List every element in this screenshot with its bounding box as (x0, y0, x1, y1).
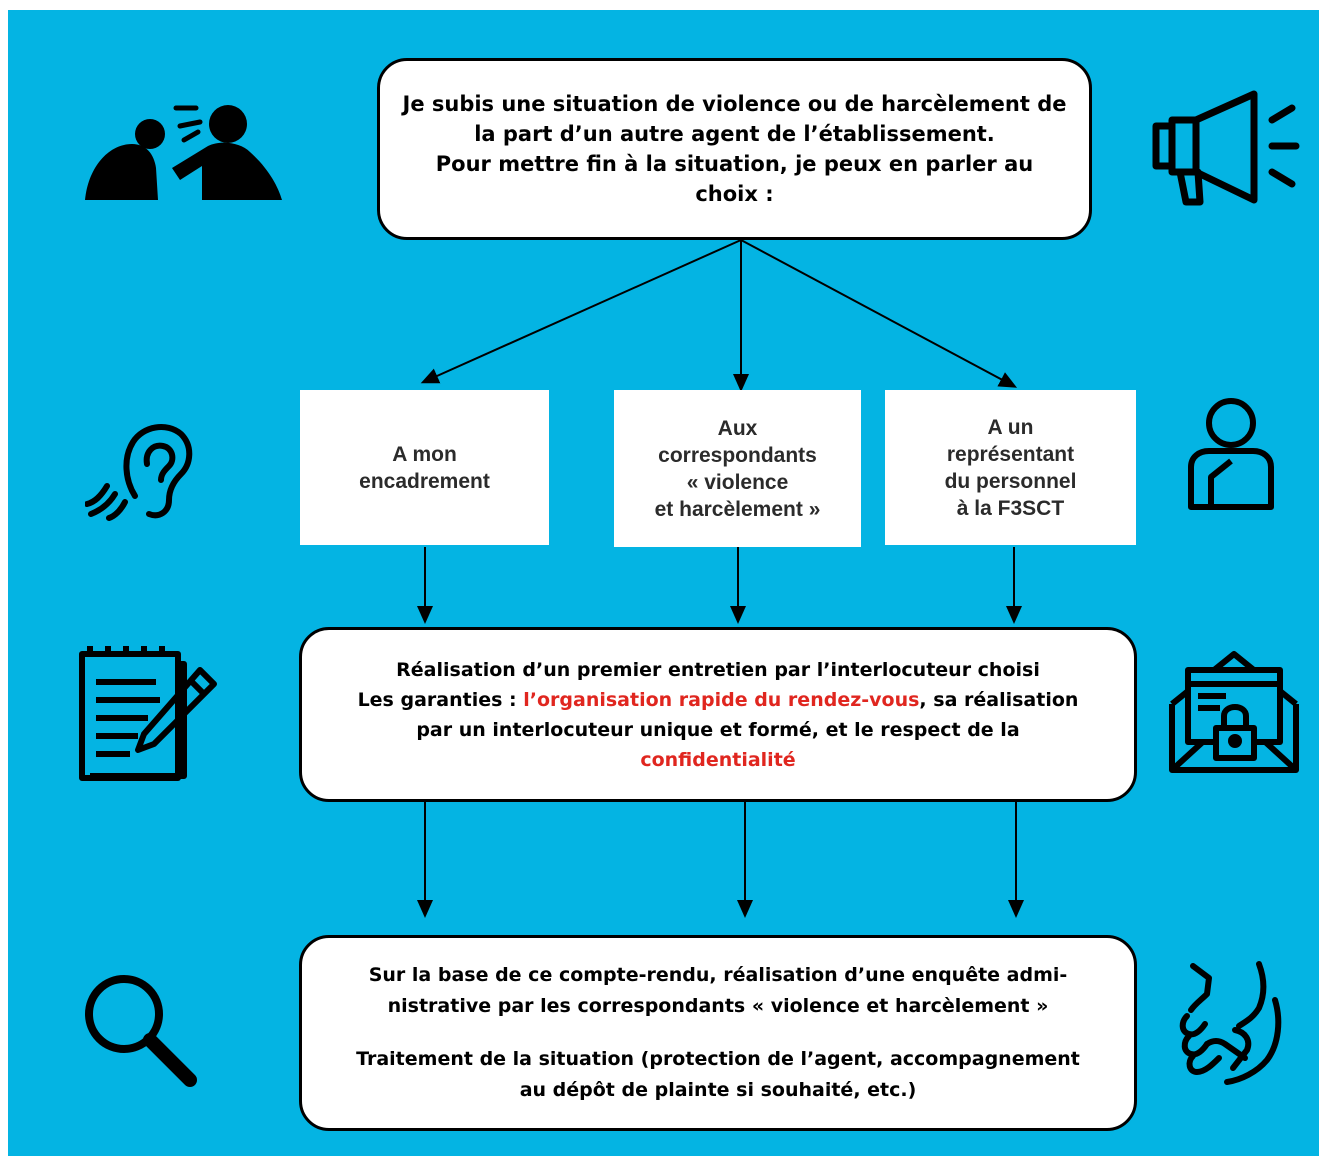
option-box-management: A mon encadrement (300, 390, 549, 545)
notepad-pen-icon (79, 646, 217, 781)
handshake-icon (1179, 961, 1282, 1085)
option-label-staff-representative: A un représentant du personnel à la F3SC… (944, 415, 1077, 520)
option-box-staff-representative: A un représentant du personnel à la F3SC… (885, 390, 1136, 545)
situation-line-2: la part d’un autre agent de l’établissem… (474, 122, 995, 146)
situation-line-4: choix : (695, 182, 774, 206)
magnifier-icon (85, 975, 197, 1087)
investigation-line-2: nistrative par les correspondants « viol… (387, 995, 1049, 1017)
listening-ear-icon (85, 424, 193, 521)
treatment-line-1: Traitement de la situation (protection d… (356, 1048, 1080, 1070)
option-label-correspondents: Aux correspondants « violence et harcèle… (654, 416, 821, 521)
treatment-line-2: au dépôt de plainte si souhaité, etc.) (519, 1079, 917, 1101)
situation-line-3: Pour mettre fin à la situation, je peux … (435, 152, 1034, 176)
situation-line-1: Je subis une situation de violence ou de… (402, 92, 1067, 116)
option-label-management: A mon encadrement (359, 442, 490, 493)
arrow-top-to-option-3 (740, 239, 1018, 388)
option-box-correspondents: Aux correspondants « violence et harcèle… (614, 390, 861, 547)
secure-envelope-icon (1169, 651, 1299, 773)
interview-line-2-end: , sa réalisation (919, 688, 1079, 711)
interview-line-3: par un interlocuteur unique et formé, et… (416, 718, 1020, 741)
shouting-people-icon (85, 105, 282, 200)
interview-fast-appointment: l’organisation rapide du rendez-vous (523, 688, 920, 711)
megaphone-icon (1152, 90, 1300, 206)
investigation-line-1: Sur la base de ce compte-rendu, réalisat… (368, 964, 1068, 986)
interview-line-1: Réalisation d’un premier entretien par l… (396, 658, 1040, 681)
situation-box: Je subis une situation de violence ou de… (377, 58, 1092, 240)
interview-line-2: Les garanties : l’organisation rapide du… (358, 685, 1079, 715)
interview-box: Réalisation d’un premier entretien par l… (299, 627, 1137, 802)
investigation-box: Sur la base de ce compte-rendu, réalisat… (299, 935, 1137, 1131)
interview-confidentiality: confidentialité (640, 748, 796, 771)
interview-guarantees-label: Les garanties : (357, 688, 524, 711)
arrow-top-to-option-1 (420, 239, 742, 384)
person-icon (1188, 398, 1274, 510)
